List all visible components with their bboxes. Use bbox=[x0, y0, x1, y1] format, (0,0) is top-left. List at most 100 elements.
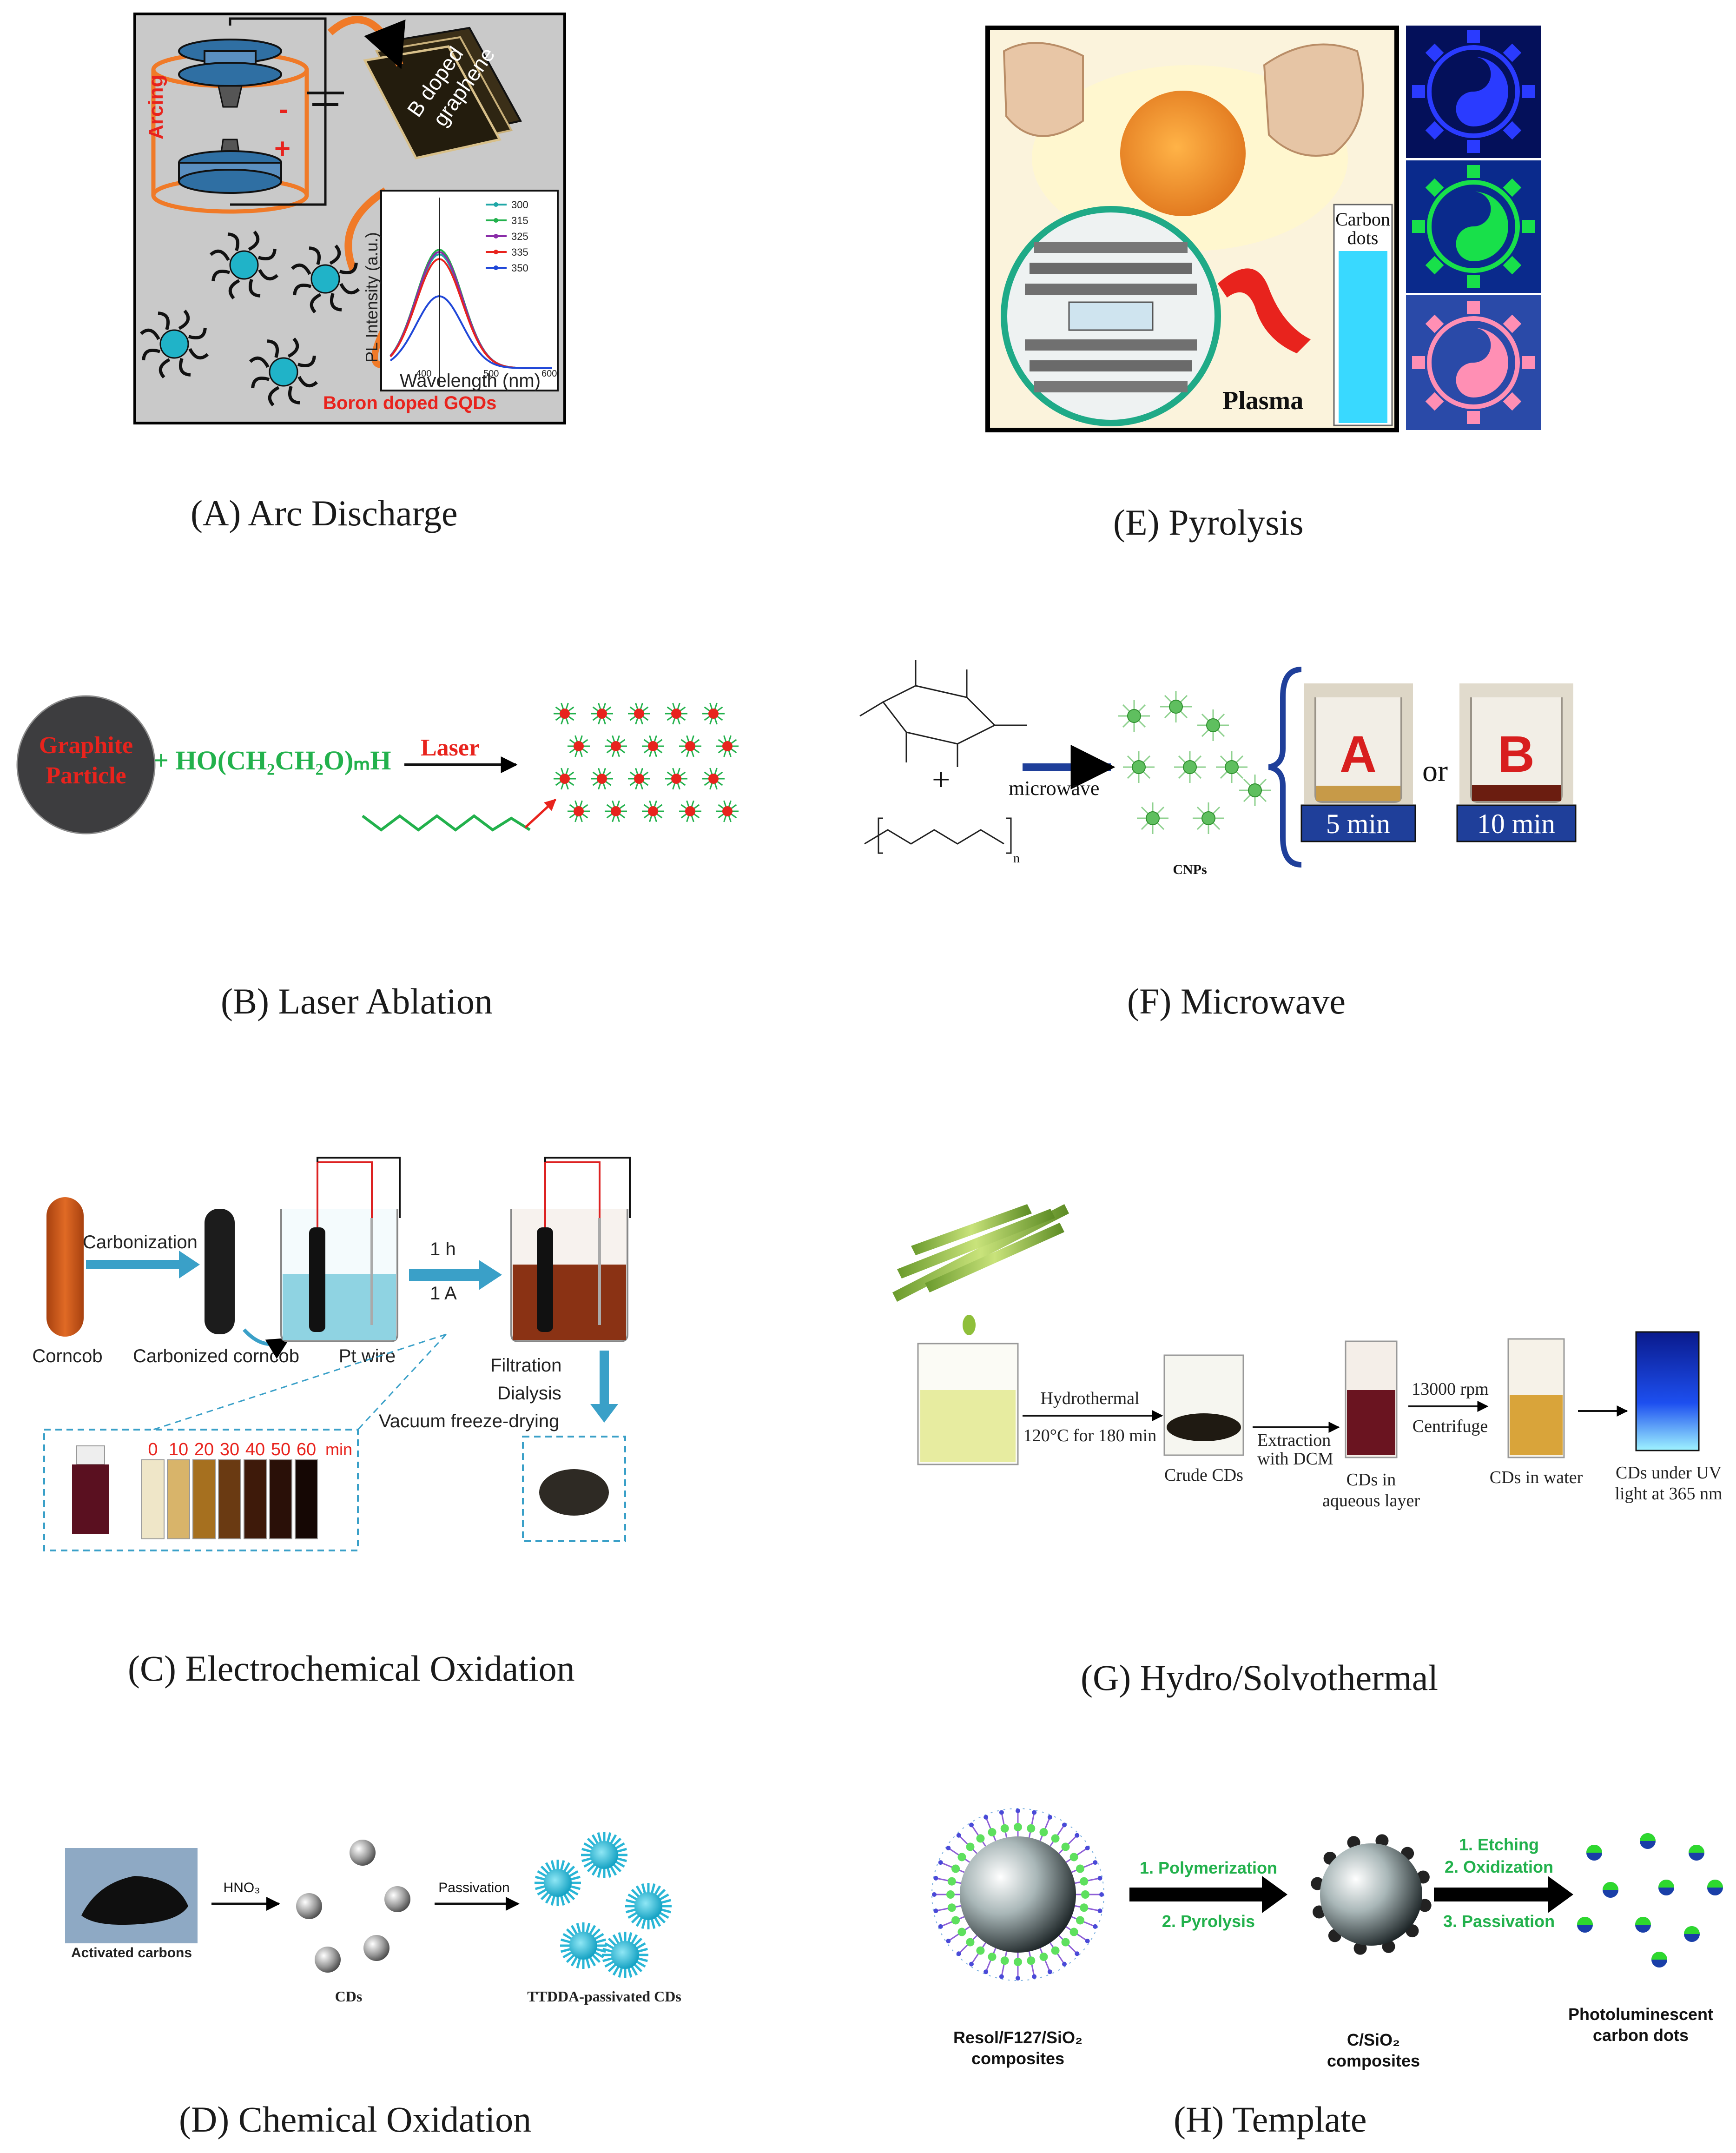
template-end bbox=[1075, 1833, 1080, 1838]
beaker-b-letter: B bbox=[1498, 726, 1534, 783]
caption-g: (G) Hydro/Solvothermal bbox=[1081, 1657, 1438, 1698]
photoluminescent-dot bbox=[1658, 1880, 1674, 1895]
c-sio2-sphere bbox=[1311, 1834, 1432, 1955]
template-end bbox=[1099, 1892, 1104, 1897]
template-bead bbox=[976, 1834, 985, 1843]
template-end bbox=[933, 1908, 938, 1914]
cnp-dot bbox=[1197, 709, 1229, 741]
gqd-particle bbox=[291, 245, 360, 313]
vial bbox=[167, 1459, 190, 1539]
oxidization-label: 2. Oxidization bbox=[1445, 1857, 1553, 1876]
passivation-label: Passivation bbox=[438, 1880, 509, 1895]
pl-xtick-1: 400 bbox=[416, 369, 431, 379]
electrolysis-arrow bbox=[409, 1260, 502, 1290]
curly-brace bbox=[1268, 667, 1302, 868]
template-bead bbox=[1080, 1877, 1089, 1886]
extraction-label-line2: with DCM bbox=[1257, 1449, 1333, 1469]
photoluminescent-dot bbox=[1684, 1926, 1700, 1942]
photoluminescent-dot bbox=[1603, 1882, 1618, 1898]
crude-label: Crude CDs bbox=[1164, 1465, 1243, 1485]
pl-ylabel: PL Intensity (a.u.) bbox=[362, 232, 381, 363]
template-end bbox=[999, 1974, 1004, 1979]
arcing-label: Arcing bbox=[145, 75, 167, 139]
cnp-dot bbox=[1174, 751, 1206, 783]
template-end bbox=[1016, 1976, 1020, 1981]
passivated-sphere bbox=[581, 1832, 627, 1878]
passivated-sphere bbox=[602, 1932, 648, 1978]
caption-e: (E) Pyrolysis bbox=[1113, 502, 1304, 543]
laser-dot bbox=[628, 768, 650, 790]
template-bead bbox=[976, 1946, 985, 1955]
caption-c: (C) Electrochemical Oxidation bbox=[128, 1648, 575, 1689]
legend-label: 325 bbox=[511, 231, 528, 242]
template-end bbox=[956, 1951, 961, 1956]
template-end bbox=[946, 1939, 951, 1944]
panel-electrochemical-oxidation: Corncob Carbonization Carbonized corncob… bbox=[32, 1157, 631, 1689]
etching-arrow bbox=[1434, 1876, 1573, 1913]
graphite-particle bbox=[16, 695, 156, 835]
vial bbox=[244, 1459, 267, 1539]
powder-inset bbox=[522, 1436, 626, 1542]
legend-label: 300 bbox=[511, 199, 528, 211]
extraction-label-line1: Extraction bbox=[1257, 1431, 1331, 1450]
cd-sphere bbox=[315, 1947, 341, 1973]
current-label: 1 A bbox=[430, 1283, 457, 1304]
laser-dot bbox=[665, 702, 687, 725]
laser-dot bbox=[554, 768, 576, 790]
laser-dot bbox=[568, 735, 590, 757]
cnp-dot bbox=[1160, 691, 1192, 722]
template-bead bbox=[966, 1938, 975, 1947]
template-bead bbox=[1027, 1824, 1036, 1833]
template-bead bbox=[1061, 1938, 1070, 1947]
template-bead bbox=[1000, 1824, 1009, 1833]
vials-inset bbox=[43, 1429, 359, 1551]
panel-template: Resol/F127/SiO₂ composites 1. Polymeriza… bbox=[931, 1808, 1723, 2140]
cnp-dots bbox=[1118, 691, 1271, 834]
etching-label: 1. Etching bbox=[1459, 1835, 1539, 1854]
water-vial bbox=[1507, 1338, 1565, 1458]
pl-xlabel: Wavelength (nm) bbox=[400, 371, 541, 391]
pl-spectrum-inset: PL Intensity (a.u.) Wavelength (nm) 400 … bbox=[362, 190, 559, 391]
template-end bbox=[1062, 1822, 1067, 1828]
peg-chain bbox=[362, 814, 531, 832]
template-bead bbox=[988, 1828, 997, 1837]
laser-dot bbox=[642, 800, 664, 822]
laser-dot bbox=[591, 768, 613, 790]
beaker-b-photo: B 10 min bbox=[1456, 683, 1577, 842]
cnp-dot bbox=[1193, 802, 1224, 834]
battery-icon bbox=[307, 92, 344, 106]
laser-dot bbox=[702, 702, 725, 725]
template-bead bbox=[1039, 1952, 1048, 1961]
cds-label: CDs bbox=[335, 1988, 363, 2005]
carbonized-corncob-icon bbox=[205, 1209, 235, 1334]
single-vial bbox=[72, 1445, 109, 1534]
peg-structure bbox=[864, 817, 1012, 854]
template-end bbox=[1047, 1969, 1052, 1974]
peg-n: n bbox=[1013, 851, 1020, 866]
juice-beaker bbox=[917, 1343, 1019, 1465]
egg-shell-right bbox=[1263, 43, 1364, 157]
legend-label: 350 bbox=[511, 262, 528, 274]
template-end bbox=[1047, 1815, 1052, 1820]
glucose-structure bbox=[859, 660, 1027, 767]
cnp-dot bbox=[1239, 775, 1271, 806]
pl-xtick-2: 500 bbox=[483, 369, 499, 379]
vial-time-label: 60 bbox=[297, 1440, 316, 1459]
egg-yolk bbox=[1120, 91, 1246, 216]
photoluminescent-dot bbox=[1640, 1833, 1656, 1849]
photoluminescent-dot bbox=[1635, 1917, 1651, 1933]
passivated-sphere bbox=[535, 1860, 581, 1906]
laser-dot bbox=[716, 735, 739, 757]
circuit-wire bbox=[229, 17, 327, 206]
template-bead bbox=[951, 1916, 960, 1925]
cd-powder bbox=[539, 1469, 609, 1516]
centrifuge-label: Centrifuge bbox=[1413, 1417, 1488, 1436]
freeze-drying-label: Vacuum freeze-drying bbox=[379, 1411, 559, 1431]
template-end bbox=[938, 1924, 943, 1929]
template-end bbox=[1085, 1845, 1090, 1850]
laser-dot bbox=[554, 702, 576, 725]
juice-drop bbox=[963, 1315, 976, 1335]
passivation-h-label: 3. Passivation bbox=[1443, 1912, 1555, 1931]
photoluminescent-dot bbox=[1707, 1880, 1723, 1895]
